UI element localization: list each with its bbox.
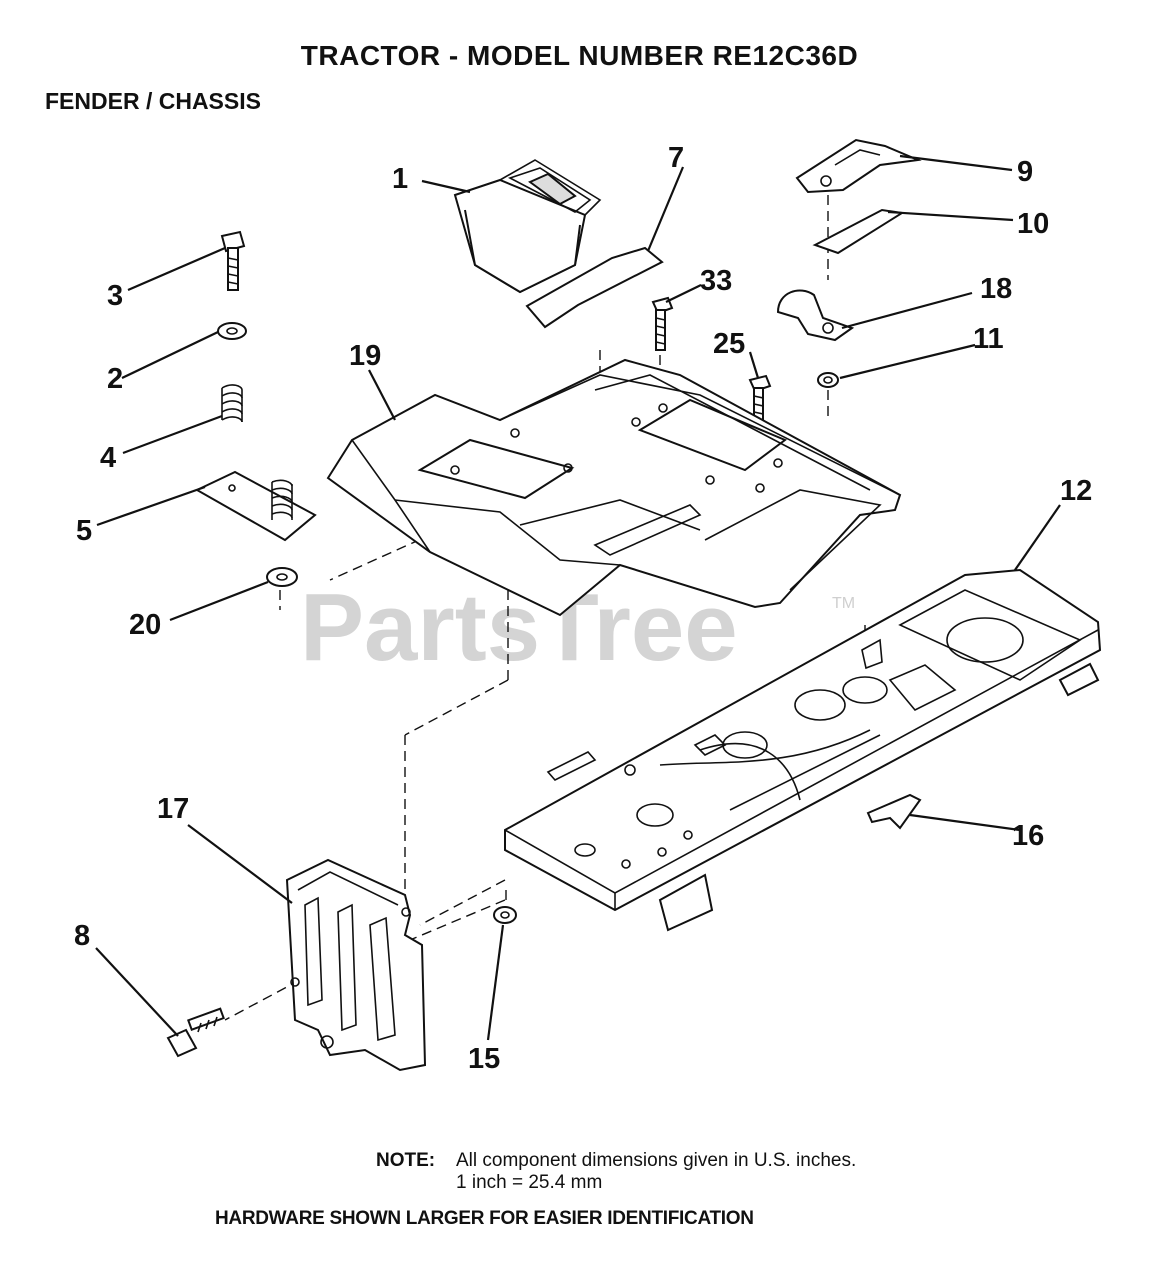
callout-numbers: 1 2 3 4 5 7 8 9 10 11 12 15 16 17 18 19 …: [74, 142, 1092, 1075]
callout-33: 33: [700, 265, 732, 297]
callout-17: 17: [157, 793, 189, 825]
part-2-washer: [217, 322, 247, 340]
diagram-subtitle: FENDER / CHASSIS: [45, 88, 261, 114]
callout-25: 25: [713, 328, 745, 360]
part-3-bolt: [220, 230, 246, 291]
callout-3: 3: [107, 280, 123, 312]
callout-10: 10: [1017, 208, 1049, 240]
hardware-note: HARDWARE SHOWN LARGER FOR EASIER IDENTIF…: [215, 1208, 754, 1229]
callout-18: 18: [980, 273, 1012, 305]
part-16-arrow-decal: [866, 793, 922, 830]
part-5-spring-plate: [194, 470, 317, 542]
part-15-nut: [493, 906, 517, 924]
callout-11: 11: [973, 323, 1004, 355]
callout-16: 16: [1012, 820, 1044, 852]
callout-4: 4: [100, 442, 116, 474]
callout-5: 5: [76, 515, 92, 547]
part-1-battery-box: [453, 159, 602, 294]
callout-2: 2: [107, 363, 123, 395]
dimension-note: NOTE: All component dimensions given in U…: [376, 1150, 856, 1172]
part-33-screw: [651, 296, 674, 351]
callout-12: 12: [1060, 475, 1092, 507]
part-25-screw: [748, 374, 772, 429]
diagram-title: TRACTOR - MODEL NUMBER RE12C36D: [300, 40, 859, 71]
callout-19: 19: [349, 340, 381, 372]
callout-8: 8: [74, 920, 90, 952]
note-label: NOTE:: [376, 1150, 436, 1171]
part-12-chassis-frame: [504, 568, 1102, 932]
callout-1: 1: [392, 163, 408, 195]
note-conversion: 1 inch = 25.4 mm: [456, 1172, 603, 1193]
part-8-bolt: [166, 1007, 225, 1058]
part-11-nut: [817, 372, 839, 388]
part-18-bracket: [776, 289, 855, 342]
part-19-fender: [326, 358, 902, 617]
part-20-washer: [266, 567, 298, 587]
part-7-decal: [525, 246, 664, 329]
callout-20: 20: [129, 609, 161, 641]
leader-lines: [95, 154, 1061, 1041]
note-text: All component dimensions given in U.S. i…: [456, 1150, 857, 1171]
watermark-tm: TM: [832, 595, 855, 612]
callout-9: 9: [1017, 156, 1033, 188]
part-4-spring: [221, 384, 243, 423]
part-17-front-plate: [285, 858, 427, 1072]
callout-15: 15: [468, 1043, 500, 1075]
part-9-cover: [795, 138, 922, 194]
callout-7: 7: [668, 142, 684, 174]
